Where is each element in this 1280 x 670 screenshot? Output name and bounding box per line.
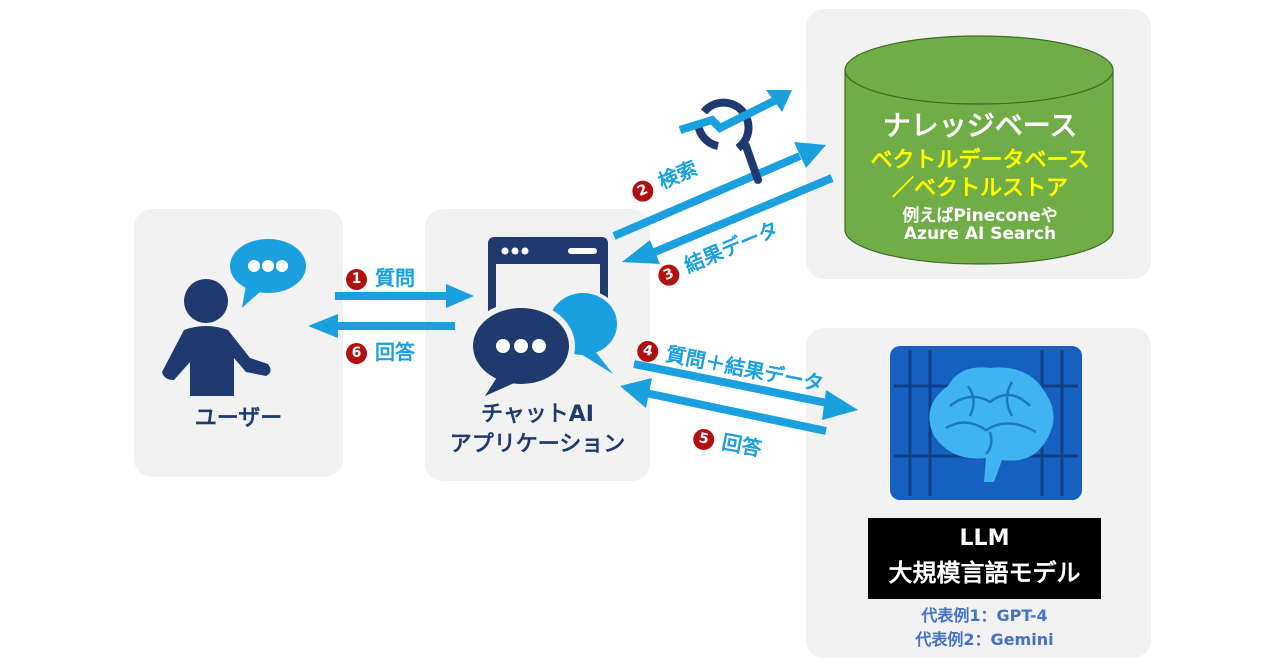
brain-circuit-icon <box>890 346 1082 500</box>
chat-app-label-line1: チャットAI <box>481 402 594 427</box>
kb-title: ナレッジベース <box>882 109 1078 142</box>
kb-example-line1: 例えばPineconeや <box>902 206 1058 226</box>
step-1-label: 1 質問 <box>346 262 415 291</box>
kb-subtitle-line1: ベクトルデータベース <box>870 148 1090 173</box>
chat-app-label: チャットAI アプリケーション <box>425 400 650 460</box>
step-6-label: 6 回答 <box>346 336 415 365</box>
chat-app-label-line2: アプリケーション <box>449 432 626 457</box>
person-icon <box>162 239 306 396</box>
llm-example-1: 代表例1：GPT-4 <box>921 606 1048 625</box>
kb-subtitle-line2: ／ベクトルストア <box>891 176 1068 201</box>
llm-title-line2: 大規模言語モデル <box>888 559 1081 587</box>
llm-title-line1: LLM <box>959 526 1010 551</box>
user-label: ユーザー <box>194 406 283 431</box>
llm-example-2: 代表例2：Gemini <box>915 630 1054 649</box>
kb-example-line2: Azure AI Search <box>903 224 1057 244</box>
step-1-badge: 1 <box>346 269 367 290</box>
step-6-text: 回答 <box>375 340 415 364</box>
step-1-text: 質問 <box>375 266 415 290</box>
step-4-badge: 4 <box>635 339 661 364</box>
llm-label-box: LLM 大規模言語モデル <box>868 518 1101 599</box>
browser-chat-icon <box>467 237 623 396</box>
step-6-badge: 6 <box>346 343 367 364</box>
vector-search-icon <box>678 90 792 184</box>
step-5-badge: 5 <box>691 427 717 452</box>
database-cylinder-icon <box>844 35 1114 265</box>
